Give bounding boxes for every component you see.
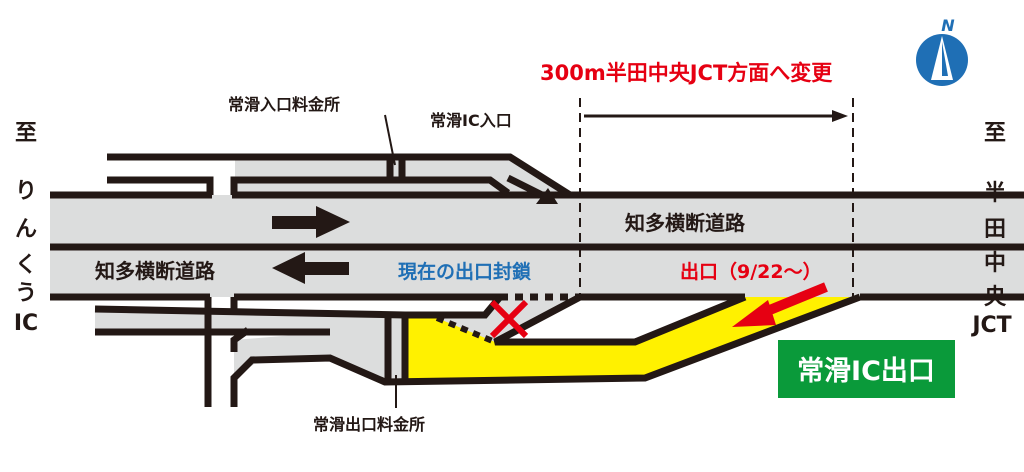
tollgate-entrance-label: 常滑入口料金所 [228, 95, 340, 114]
tollgate-exit-label: 常滑出口料金所 [313, 415, 425, 434]
to-label: 至 [15, 121, 37, 146]
dest-char: 央 [984, 284, 1007, 310]
entrance-arrow-head [536, 188, 558, 204]
westbound-arrow-head [272, 252, 305, 284]
dest-char: 半 [984, 181, 1006, 206]
compass-icon: N [916, 16, 968, 86]
road-name-upper: 知多横断道路 [625, 211, 746, 235]
closed-x-icon [489, 299, 529, 339]
right-destination: 至 半 田 中 央 JCT [970, 121, 1011, 338]
new-exit-edge [230, 293, 862, 407]
entrance-ramp-edge [107, 153, 572, 198]
dest-char: JCT [970, 313, 1011, 338]
dest-char: う [15, 281, 37, 306]
dest-char: 中 [984, 251, 1006, 276]
closed-exit-dashed [435, 315, 497, 345]
dest-char: り [15, 179, 37, 204]
to-label: 至 [984, 121, 1006, 146]
new-exit-label: 出口（9/22～） [680, 260, 822, 283]
ic-entrance-label: 常滑IC入口 [430, 111, 512, 130]
left-destination: 至 り ん く う IC [14, 121, 38, 336]
crossroad-edge [107, 176, 214, 195]
current-exit-closed-label: 現在の出口封鎖 [398, 260, 532, 283]
dest-char: く [15, 253, 37, 278]
new-exit-edge [493, 293, 747, 346]
exit-ramp-west [95, 309, 405, 382]
change-notice: 300m半田中央JCT方面へ変更 [540, 61, 833, 85]
distance-arrow-head [832, 110, 848, 122]
road-name-lower: 知多横断道路 [95, 259, 216, 283]
entrance-ramp-edge [230, 176, 511, 196]
dest-char: IC [14, 311, 38, 336]
eastbound-arrow [272, 216, 317, 229]
dest-char: ん [15, 217, 37, 242]
exit-ramp-edge [230, 327, 251, 352]
eastbound-arrow-head [316, 206, 350, 238]
direction-arrows [272, 206, 350, 284]
westbound-arrow [304, 262, 349, 275]
new-exit-arrow-head [732, 300, 776, 327]
ic-exit-sign-text: 常滑IC出口 [797, 356, 935, 387]
compass-north: N [941, 16, 955, 35]
entrance-arrow [506, 174, 550, 202]
leader-line [384, 114, 396, 166]
dest-char: 田 [984, 217, 1006, 242]
ic-exit-sign [778, 340, 955, 398]
